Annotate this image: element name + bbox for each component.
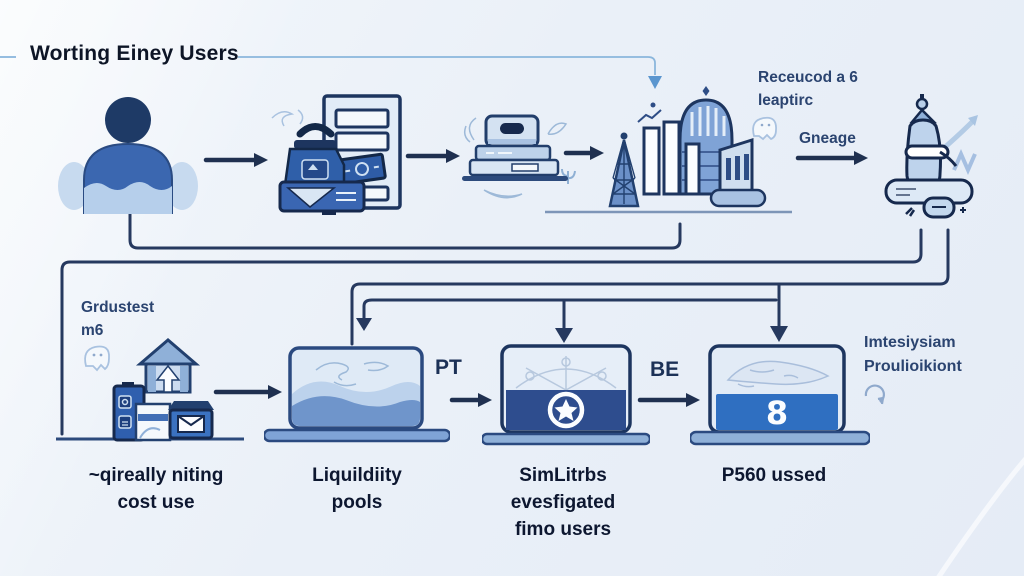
caption-liquidity-pools: Liquildiity pools xyxy=(312,465,402,513)
case-label xyxy=(511,163,539,172)
person-icon xyxy=(58,97,198,214)
flow-arrows xyxy=(203,150,857,403)
house-with-arrow xyxy=(135,338,201,394)
caption-users-cost: ~qireally niting cost use xyxy=(88,465,224,513)
connector-row-to-laptop1 xyxy=(362,298,778,320)
pt-label: PT xyxy=(435,356,462,379)
growth-arrowhead-sketch xyxy=(968,115,978,126)
bottle-label xyxy=(904,144,950,160)
bottle-chat-icon xyxy=(884,94,978,219)
map-sketch-2 xyxy=(726,360,830,388)
laptop3-down-arrowhead xyxy=(770,326,788,342)
stack-base xyxy=(462,176,568,181)
laptop2-down-arrowhead xyxy=(555,328,573,343)
laptop-star-icon xyxy=(482,344,650,446)
laptop1-base xyxy=(264,428,450,443)
growth-arrow-sketch xyxy=(942,120,974,150)
decor-curve xyxy=(936,456,1024,576)
laptop-waves-icon xyxy=(264,346,450,443)
chat-bubble-small xyxy=(922,196,956,219)
connector-figure-to-laptop1 xyxy=(350,228,950,346)
granted-note: Grdustest m6 xyxy=(81,299,155,340)
person-body-wave xyxy=(84,182,172,214)
caption-simlitrbs: SimLitrbs evesfigated fimo users xyxy=(510,465,616,540)
laptop3-band xyxy=(716,394,838,430)
cactus-doodle-icon xyxy=(561,168,576,184)
person-right-shoulder xyxy=(166,162,198,210)
page-title: Worting Einey Users xyxy=(30,42,239,65)
city-platform xyxy=(709,188,767,208)
plus-mark xyxy=(960,207,966,213)
chat-bubble-large xyxy=(884,178,974,205)
title-down-arrowhead xyxy=(648,76,662,89)
bottle-tip xyxy=(920,94,924,101)
door-slot-mid xyxy=(334,131,390,152)
badge-ring xyxy=(547,391,585,429)
cash-box xyxy=(278,180,366,215)
laptop1-down-arrowhead xyxy=(356,318,372,331)
fan-sketch xyxy=(515,356,617,391)
badge-star xyxy=(554,399,578,421)
sketch-scribble xyxy=(271,109,304,127)
white-tower-3 xyxy=(684,142,701,196)
laptop-money-icon: 8 xyxy=(690,344,870,446)
bottle-knob xyxy=(915,97,929,111)
money-glyph: 8 xyxy=(766,394,788,432)
flow-arrowheads xyxy=(254,146,868,407)
ghost-doodle-icon xyxy=(752,116,777,141)
refresh-icon xyxy=(864,384,885,405)
elbow-connectors xyxy=(60,212,950,436)
door-slot-top xyxy=(334,108,390,129)
ghost-doodle-icon xyxy=(84,345,110,372)
be-label: BE xyxy=(650,358,680,381)
title-connector-line xyxy=(0,56,656,75)
case-stripe xyxy=(488,139,536,144)
intensive-note: Imtesiysiam Proulioikiont xyxy=(864,334,962,375)
zigzag-sketch xyxy=(952,149,977,175)
person-head xyxy=(105,97,151,143)
white-tower-2 xyxy=(662,120,681,196)
city-buildings-icon xyxy=(608,86,767,208)
briefcase-stack-icon xyxy=(462,114,568,199)
counter-panel xyxy=(134,402,172,442)
foot-marks xyxy=(905,207,916,217)
wave-front xyxy=(292,396,420,426)
laptop3-base xyxy=(690,430,870,446)
case-handle xyxy=(500,123,524,134)
leaf-doodles xyxy=(463,117,568,199)
money-note xyxy=(337,152,387,186)
received-note: Receucod a 6 leaptirc xyxy=(758,69,858,110)
mailbox xyxy=(168,401,214,440)
lattice-tower xyxy=(608,132,640,208)
map-sketch xyxy=(315,361,390,387)
laptop2-base xyxy=(482,432,650,446)
connector-figure-to-house xyxy=(60,228,923,436)
caption-p560: P560 ussed xyxy=(721,465,827,486)
office-building xyxy=(718,137,754,196)
mini-chart-doodle xyxy=(637,102,662,123)
engage-label: Gneage xyxy=(799,130,856,147)
person-left-shoulder xyxy=(58,162,90,210)
white-tower-1 xyxy=(642,126,661,196)
house-machine-icon xyxy=(84,338,214,442)
bottle-arm xyxy=(939,150,958,167)
door-safe-icon xyxy=(271,94,402,215)
connector-person-to-city xyxy=(128,212,682,250)
